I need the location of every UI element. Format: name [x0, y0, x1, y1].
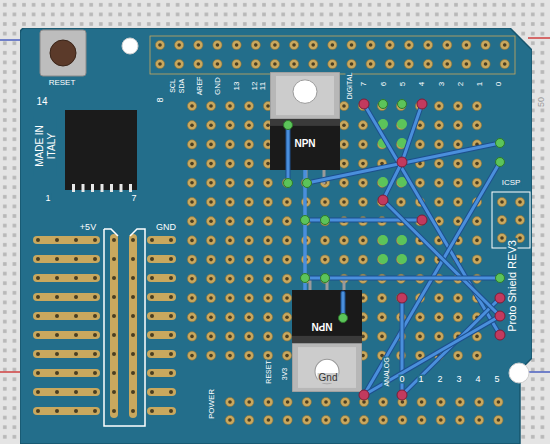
transistor-body: [270, 72, 340, 170]
board-silkscreen: 5: [493, 375, 500, 384]
board-silkscreen: 13: [233, 81, 241, 92]
board-silkscreen: SDA: [178, 78, 185, 94]
board-silkscreen: 0: [398, 375, 405, 384]
board-name: Proto Shield REV3: [507, 238, 518, 334]
board-silkscreen: +5V: [79, 223, 97, 232]
board-silkscreen: RESET: [48, 79, 77, 87]
board-silkscreen: AREF: [196, 76, 203, 97]
board-silkscreen: POWER: [208, 388, 216, 420]
board-silkscreen: 1: [44, 194, 51, 203]
board-silkscreen: GND: [155, 223, 177, 232]
board-silkscreen: SCL: [169, 78, 176, 94]
board-silkscreen: 3V3: [281, 367, 288, 381]
board-silkscreen: 2: [436, 375, 443, 384]
npn-transistor: NPN: [270, 72, 340, 170]
board-silkscreen: 6: [380, 81, 388, 87]
board-silkscreen: 7: [130, 194, 137, 203]
board-silkscreen: 12: [251, 81, 259, 92]
part-label: NPN: [294, 139, 315, 149]
board-silkscreen: 3: [455, 375, 462, 384]
board-silkscreen: ICSP: [501, 179, 522, 187]
board-silkscreen: Gnd: [318, 373, 339, 383]
board-silkscreen: 5: [399, 81, 407, 87]
board-silkscreen: 11: [259, 81, 267, 91]
board-silkscreen: 1: [417, 375, 424, 384]
part-label: NPN: [311, 321, 332, 331]
board-silkscreen: 2: [457, 81, 465, 87]
board-silkscreen: 14: [35, 97, 48, 107]
board-silkscreen: DIGITAL: [346, 72, 353, 101]
board-silkscreen: 50: [537, 96, 546, 108]
board-silkscreen: 8: [156, 96, 165, 103]
board-silkscreen: RESET: [265, 359, 272, 384]
wire-connector: [303, 170, 307, 290]
board-silkscreen: 3: [438, 81, 446, 87]
board-silkscreen: GND: [214, 76, 222, 96]
board-silkscreen: ANALOG: [383, 356, 390, 387]
board-silkscreen: 7: [360, 81, 368, 87]
board-silkscreen: 4: [418, 81, 426, 87]
board-silkscreen: 0: [495, 81, 503, 87]
board-silkscreen: 1: [476, 81, 484, 87]
board-silkscreen: 4: [474, 375, 481, 384]
board-silkscreen: MADE IN ITALY: [34, 116, 57, 176]
